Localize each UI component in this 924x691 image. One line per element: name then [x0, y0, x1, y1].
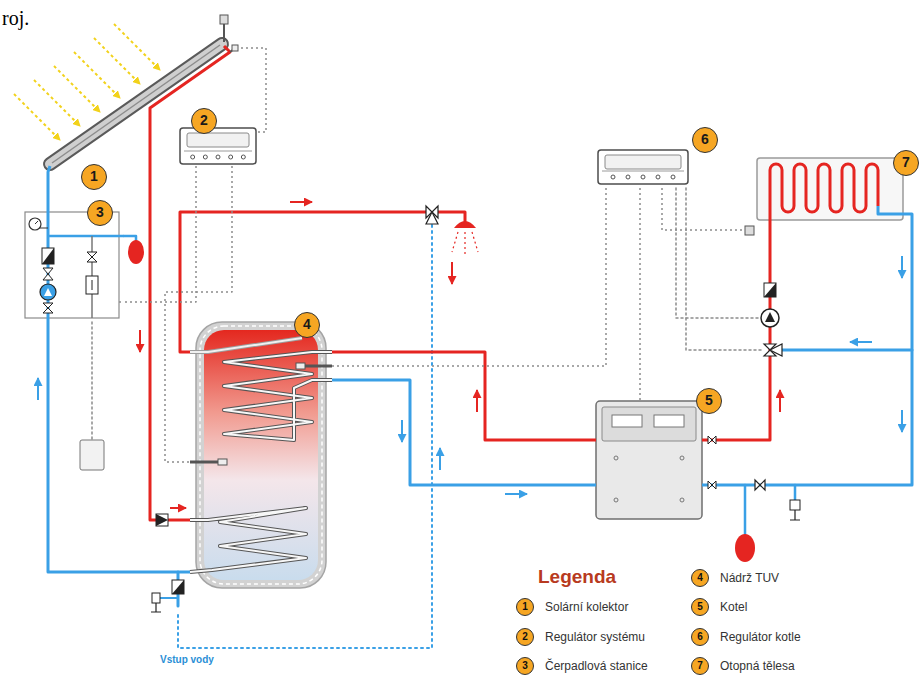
radiator: 7 [745, 150, 920, 242]
hot-pipe [150, 194, 190, 520]
hot-water-tank: 4 [190, 312, 332, 592]
signal-wire [332, 188, 606, 366]
legend-text: Nádrž TUV [720, 571, 779, 585]
callout-number: 1 [81, 164, 107, 190]
cold-pipe [332, 380, 590, 485]
pump-station: 3 [22, 200, 124, 322]
legend-text: Otopná tělesa [720, 659, 795, 673]
legend-text: Čerpadlová stanice [545, 659, 648, 673]
cut-off-text: roj. [2, 6, 29, 30]
legend-number: 4 [691, 569, 709, 587]
callout-number: 3 [87, 200, 113, 226]
signal-wire [662, 188, 745, 230]
hot-pipe [332, 352, 590, 440]
cold-pipe [48, 322, 190, 572]
callout-number: 7 [893, 150, 919, 176]
callout-number: 2 [191, 108, 217, 134]
legend-number: 1 [516, 598, 534, 616]
inlet-label: Vstup vody [160, 654, 214, 666]
legend-number: 7 [691, 657, 709, 675]
cold-pipe [725, 242, 912, 485]
boiler: 5 [590, 388, 725, 523]
legend-number: 5 [691, 598, 709, 616]
solar-collector: 1 [38, 14, 238, 194]
callout-number: 6 [692, 127, 718, 153]
legend-number: 2 [516, 628, 534, 646]
legend-text: Regulátor systému [545, 630, 645, 644]
system-controller: 2 [178, 108, 258, 166]
system-controller-figure [178, 108, 258, 166]
signal-wire [124, 166, 196, 302]
legend-text: Regulátor kotle [720, 630, 801, 644]
legend-text: Kotel [720, 600, 747, 614]
cold-pipe [47, 194, 50, 200]
legend-heading: Legenda [538, 566, 616, 588]
callout-number: 5 [696, 388, 722, 414]
legend-text: Solární kolektor [545, 600, 628, 614]
callout-number: 4 [294, 312, 320, 338]
legend-number: 3 [516, 657, 534, 675]
signal-wire [639, 188, 641, 388]
solar-collector-figure [38, 14, 238, 194]
boiler-controller: 6 [596, 126, 718, 188]
hot-water-tank-figure [190, 312, 332, 592]
hot-pipe [725, 242, 770, 440]
legend-number: 6 [691, 628, 709, 646]
signal-wire [238, 48, 266, 132]
